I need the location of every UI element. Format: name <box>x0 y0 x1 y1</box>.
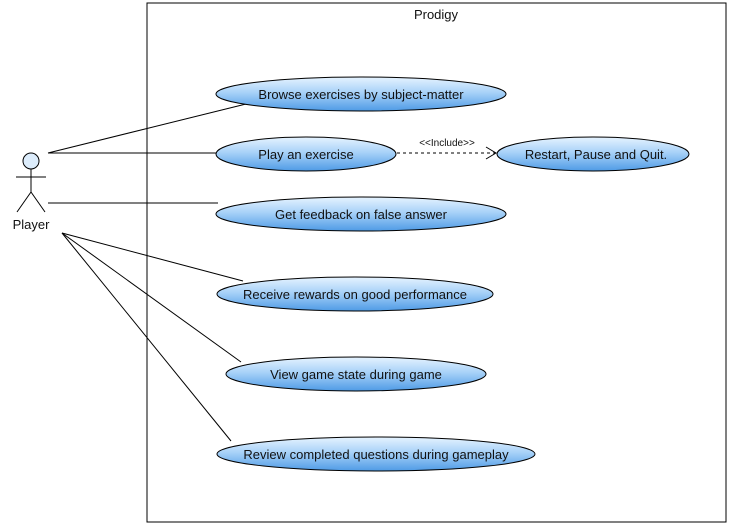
use-case-restart-pause-quit[interactable]: Restart, Pause and Quit. <box>496 136 690 172</box>
use-case-label: Browse exercises by subject-matter <box>258 87 464 102</box>
actor-right-leg <box>30 191 46 213</box>
use-case-ellipse <box>215 196 507 232</box>
actor-left-leg <box>16 191 32 213</box>
include-label: <<Include>> <box>419 138 475 149</box>
association-review <box>61 232 232 442</box>
system-title: Prodigy <box>414 7 459 22</box>
use-case-play-exercise[interactable]: Play an exercise <box>215 136 397 172</box>
use-case-review-questions[interactable]: Review completed questions during gamepl… <box>216 436 536 472</box>
associations <box>47 103 247 442</box>
use-case-label: Receive rewards on good performance <box>243 287 467 302</box>
use-case-label: Get feedback on false answer <box>275 207 448 222</box>
use-case-ellipse <box>215 76 507 112</box>
association-rewards <box>61 232 244 282</box>
use-case-ellipse <box>225 356 487 392</box>
use-case-feedback-false-answer[interactable]: Get feedback on false answer <box>215 196 507 232</box>
use-case-ellipse <box>216 436 536 472</box>
use-case-ellipse <box>216 276 494 312</box>
use-case-ellipse <box>496 136 690 172</box>
association-view-state <box>61 232 242 363</box>
association-browse <box>47 103 247 154</box>
use-case-label: Play an exercise <box>258 147 353 162</box>
use-case-ellipse <box>215 136 397 172</box>
use-case-label: View game state during game <box>270 367 442 382</box>
actor-head <box>22 152 40 170</box>
actor-player[interactable] <box>16 152 46 213</box>
use-case-receive-rewards[interactable]: Receive rewards on good performance <box>216 276 494 312</box>
include-dependency: <<Include>> <box>397 138 497 160</box>
use-case-view-game-state[interactable]: View game state during game <box>225 356 487 392</box>
actor-label: Player <box>13 217 51 232</box>
use-case-browse-exercises[interactable]: Browse exercises by subject-matter <box>215 76 507 112</box>
use-case-label: Review completed questions during gamepl… <box>243 447 509 462</box>
include-arrowhead <box>485 146 497 160</box>
use-case-label: Restart, Pause and Quit. <box>525 147 667 162</box>
